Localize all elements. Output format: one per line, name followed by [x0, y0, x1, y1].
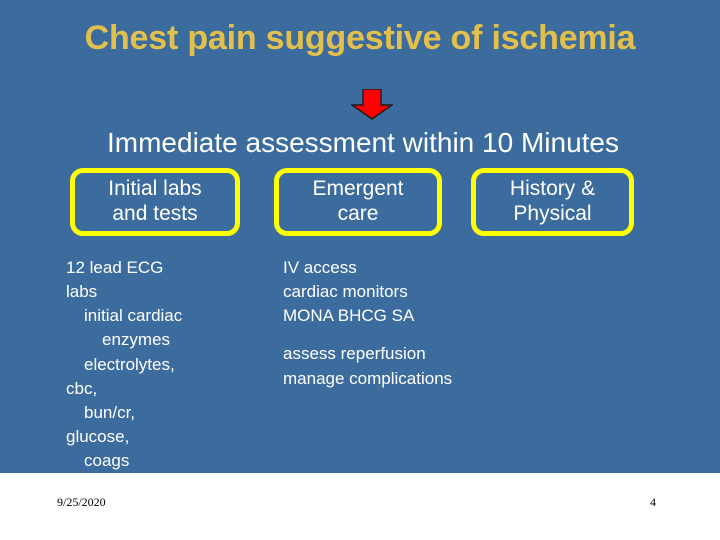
assessment-box-row: Initial labs and tests Emergent care His… [0, 168, 720, 242]
down-arrow-svg [349, 88, 395, 120]
down-arrow-icon [349, 88, 395, 120]
box-label: Emergent care [312, 177, 404, 225]
box-initial-labs-and-tests[interactable]: Initial labs and tests [70, 168, 240, 236]
slide-canvas: Chest pain suggestive of ischemia Immedi… [0, 0, 720, 473]
text-line: glucose, [66, 426, 130, 446]
text-line: assess reperfusion [283, 344, 426, 364]
slide-footer: 9/25/2020 4 [0, 473, 720, 540]
footer-date: 9/25/2020 [57, 495, 106, 509]
text-line: cardiac monitors [283, 282, 408, 302]
box-label: Initial labs and tests [108, 177, 202, 225]
text-line: bun/cr, [84, 402, 136, 422]
text-line: manage complications [283, 368, 453, 388]
text-line: IV access [283, 258, 357, 277]
text-line: initial cardiac [84, 306, 183, 326]
footer-page-number: 4 [650, 495, 656, 509]
text-line: enzymes [102, 330, 171, 350]
text-spacer [283, 328, 523, 342]
subheading: Immediate assessment within 10 Minutes [107, 127, 619, 158]
text-line: coags [84, 451, 130, 470]
page-title: Chest pain suggestive of ischemia [84, 19, 636, 57]
text-line: labs [66, 282, 98, 302]
column-initial-labs-and-tests: 12 lead ECG labs initial cardiac enzymes ele… [66, 256, 276, 473]
text-line: 12 lead ECG [66, 258, 164, 277]
box-history-and-physical[interactable]: History & Physical [471, 168, 634, 236]
text-line: cbc, [66, 378, 98, 398]
box-label: History & Physical [509, 177, 596, 225]
text-line: MONA BHCG SA [283, 306, 415, 326]
box-emergent-care[interactable]: Emergent care [274, 168, 442, 236]
text-line: electrolytes, [84, 354, 175, 374]
